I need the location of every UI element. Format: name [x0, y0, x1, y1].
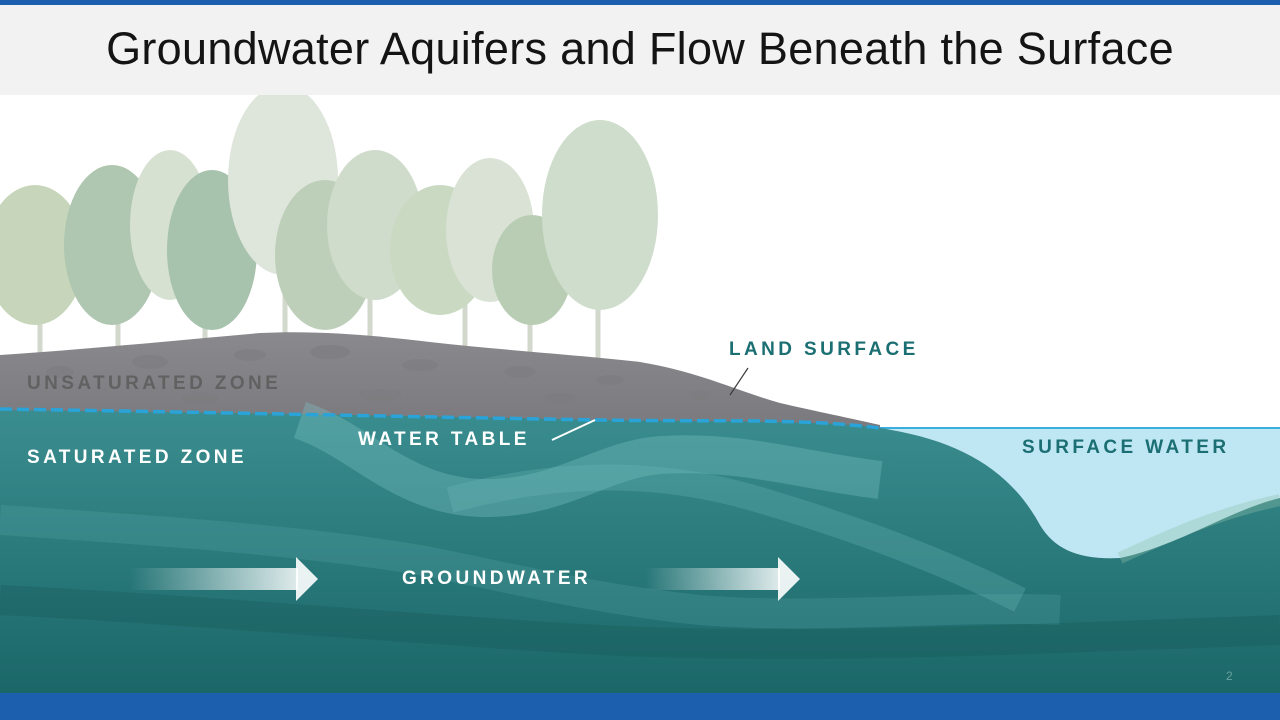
flow-arrow-right — [645, 557, 800, 601]
trees-illustration — [0, 95, 658, 362]
groundwater-diagram — [0, 95, 1280, 693]
surface-water-body — [880, 428, 1280, 559]
water-table-line — [0, 407, 881, 430]
bottom-accent-bar — [0, 693, 1280, 720]
label-groundwater: GROUNDWATER — [402, 568, 592, 589]
groundwater-layers — [0, 401, 1280, 660]
label-water-table: WATER TABLE — [358, 429, 530, 450]
page-number: 2 — [1226, 669, 1233, 683]
saturated-zone — [0, 410, 1280, 693]
water-table-leader — [551, 419, 596, 441]
flow-arrow-left — [130, 557, 318, 601]
label-unsaturated-zone: UNSATURATED ZONE — [27, 373, 282, 394]
soil-texture — [46, 345, 712, 404]
unsaturated-soil — [0, 332, 880, 430]
label-land-surface: LAND SURFACE — [729, 339, 919, 360]
title-band — [0, 5, 1280, 95]
label-surface-water: SURFACE WATER — [1022, 437, 1230, 458]
top-accent-bar — [0, 0, 1280, 5]
tree-canopies — [0, 95, 658, 330]
label-saturated-zone: SATURATED ZONE — [27, 447, 248, 468]
land-surface-leader — [729, 367, 749, 396]
slide-title: Groundwater Aquifers and Flow Beneath th… — [106, 23, 1174, 74]
